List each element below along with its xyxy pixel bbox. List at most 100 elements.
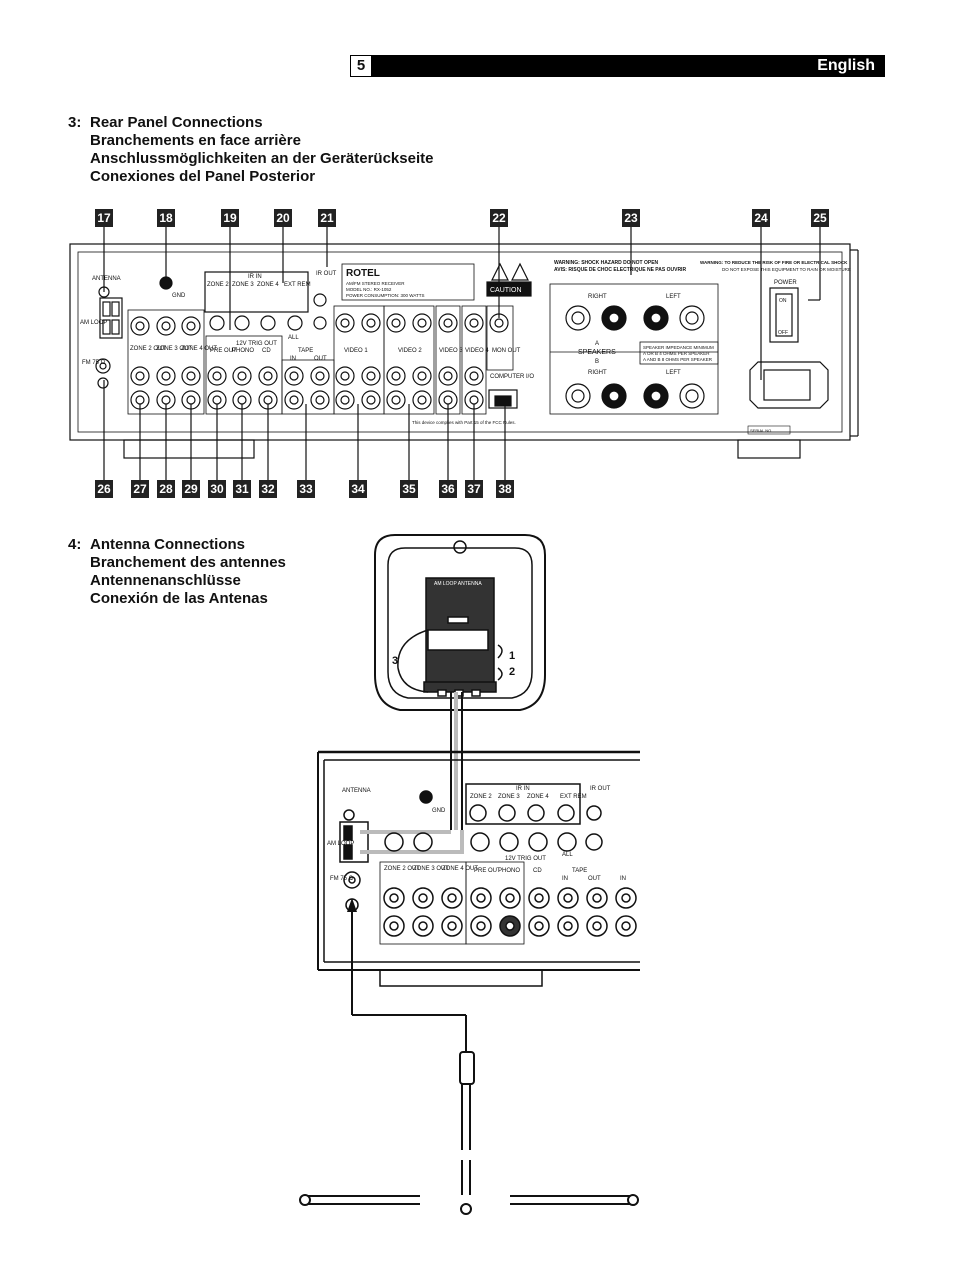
ir-out-label: IR OUT [316, 271, 337, 277]
lower-antenna-label: ANTENNA [342, 788, 371, 794]
right-a-label: RIGHT [588, 294, 607, 300]
model-line-1: AM/FM STEREO RECEIVER [346, 281, 405, 286]
section-4-title-de: Antennenanschlüsse [90, 572, 241, 589]
step-1-label: 1 [509, 650, 515, 662]
am-loop-antenna-label: AM LOOP ANTENNA [434, 581, 482, 587]
callout-17: 17 [95, 209, 113, 227]
callout-36: 36 [439, 480, 457, 498]
am-loop-label: AM LOOP [80, 320, 107, 326]
video4-label: VIDEO 4 [465, 348, 489, 354]
callout-32: 32 [259, 480, 277, 498]
page-header-bar: 5 English [350, 55, 885, 77]
lower-ir-in-label: IR IN [516, 786, 530, 792]
tape-in-label: IN [290, 356, 296, 362]
left-b-label: LEFT [666, 370, 681, 376]
warning-line-1: WARNING: SHOCK HAZARD DO NOT OPEN [554, 260, 659, 266]
lower-cd: CD [533, 868, 542, 874]
computer-io-label: COMPUTER I/O [490, 374, 534, 380]
section-3-title-fr: Branchements en face arrière [90, 132, 301, 149]
brand-logo: ROTEL [346, 268, 380, 279]
warning-line-3: WARNING: TO REDUCE THE RISK OF FIRE OR E… [700, 260, 848, 265]
callout-26: 26 [95, 480, 113, 498]
lower-am-loop-label: AM LOOP [327, 841, 354, 847]
fcc-notice: This device complies with Part 15 of the… [412, 420, 516, 425]
lower-all-label: ALL [562, 852, 573, 858]
callout-29: 29 [182, 480, 200, 498]
zone3-ir-label: ZONE 3 [232, 282, 254, 288]
section-4-title-es: Conexión de las Antenas [90, 590, 268, 607]
right-b-label: RIGHT [588, 370, 607, 376]
gnd-label: GND [172, 293, 186, 299]
language-label: English [817, 57, 875, 74]
lower-zone4-out: ZONE 4 OUT [442, 866, 478, 872]
speaker-b-label: B [595, 359, 599, 365]
power-off-label: OFF [778, 330, 788, 336]
zone4-out-label: ZONE 4 OUT [181, 346, 217, 352]
video2-label: VIDEO 2 [398, 348, 422, 354]
zone4-ir-label: ZONE 4 [257, 282, 279, 288]
cd-label: CD [262, 348, 271, 354]
fm-label: FM 75 Ω [82, 360, 106, 366]
lower-ext-rem: EXT REM [560, 794, 587, 800]
impedance-line-2: A OR B 4 OHMS PER SPEAKER [643, 351, 710, 356]
tape-label: TAPE [298, 348, 313, 354]
lower-zone2-out: ZONE 2 OUT [384, 866, 420, 872]
serial-label: SERIAL NO. [750, 428, 772, 433]
impedance-line-3: A AND B 8 OHMS PER SPEAKER [643, 357, 713, 362]
power-label: POWER [774, 280, 797, 286]
section-3-number: 3: [68, 114, 82, 131]
phono-label: PHONO [232, 348, 254, 354]
callout-23: 23 [622, 209, 640, 227]
antenna-connection-diagram: AM LOOP ANTENNA 1 2 3 ANTENNA AM LOOP FM… [299, 534, 640, 1215]
callout-34: 34 [349, 480, 367, 498]
lower-zone2-ir: ZONE 2 [470, 794, 492, 800]
speaker-a-label: A [595, 341, 599, 347]
lower-pre-out: PRE OUT [474, 868, 501, 874]
callout-38: 38 [496, 480, 514, 498]
section-4-heading: 4:Antenna Connections Branchement des an… [68, 536, 286, 608]
section-3-title-en: Rear Panel Connections [90, 114, 263, 131]
zone2-ir-label: ZONE 2 [207, 282, 229, 288]
callout-25: 25 [811, 209, 829, 227]
model-line-3: POWER CONSUMPTION: 300 WATTS [346, 293, 425, 298]
section-3-title-de: Anschlussmöglichkeiten an der Geräterück… [90, 150, 434, 167]
ir-in-label: IR IN [248, 274, 262, 280]
lower-tape-in: IN [562, 876, 568, 882]
trig-out-label: 12V TRIG OUT [236, 341, 277, 347]
callout-28: 28 [157, 480, 175, 498]
ext-rem-label: EXT REM [284, 282, 311, 288]
warning-line-2: AVIS: RISQUE DE CHOC ELECTRIQUE NE PAS O… [554, 267, 686, 273]
callout-27: 27 [131, 480, 149, 498]
callout-24: 24 [752, 209, 770, 227]
section-4-title-en: Antenna Connections [90, 536, 246, 553]
callout-21: 21 [318, 209, 336, 227]
rear-panel-diagram: ANTENNA AM LOOP FM 75 Ω GND IR IN IR OUT… [69, 227, 859, 480]
speakers-label: SPEAKERS [578, 349, 616, 356]
lower-zone3-out: ZONE 3 OUT [413, 866, 449, 872]
section-3-title-es: Conexiones del Panel Posterior [90, 168, 316, 185]
callout-35: 35 [400, 480, 418, 498]
video3-label: VIDEO 3 [439, 348, 463, 354]
lower-gnd-label: GND [432, 808, 446, 814]
impedance-line-1: SPEAKER IMPEDANCE MINIMUM [643, 345, 714, 350]
section-3-heading: 3: Rear Panel Connections Branchements en… [68, 114, 433, 186]
section-4-number: 4: [68, 536, 82, 553]
lower-fm-label: FM 75 Ω [330, 876, 354, 882]
callout-37: 37 [465, 480, 483, 498]
zone2-out-label: ZONE 2 OUT [130, 346, 166, 352]
pre-out-label: PRE OUT [210, 348, 237, 354]
lower-tape: TAPE [572, 868, 587, 874]
callout-30: 30 [208, 480, 226, 498]
callout-31: 31 [233, 480, 251, 498]
lower-zone4-ir: ZONE 4 [527, 794, 549, 800]
lower-tape-out: OUT [588, 876, 601, 882]
caution-label: CAUTION [490, 287, 522, 294]
tape-out-label: OUT [314, 356, 327, 362]
lower-in-label: IN [620, 876, 626, 882]
all-label: ALL [288, 335, 299, 341]
lower-zone3-ir: ZONE 3 [498, 794, 520, 800]
callout-22: 22 [490, 209, 508, 227]
callout-20: 20 [274, 209, 292, 227]
lower-phono: PHONO [498, 868, 520, 874]
step-3-label: 3 [392, 655, 398, 667]
